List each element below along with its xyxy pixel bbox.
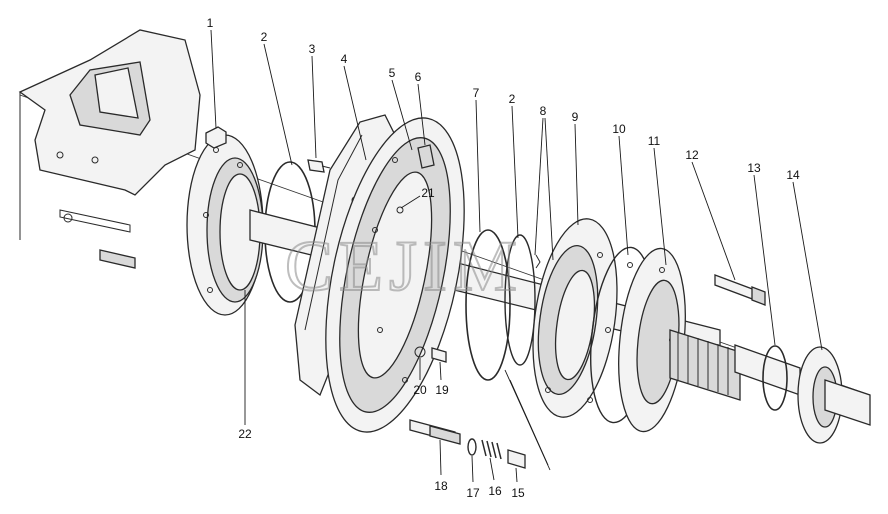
pin-21 [396, 206, 404, 214]
flange-9 [532, 218, 618, 418]
callout-9: 9 [572, 110, 579, 124]
snap-ring-13 [762, 345, 788, 411]
bearing-14 [797, 346, 871, 444]
callout-21: 21 [421, 186, 435, 200]
callout-4: 4 [341, 52, 348, 66]
seal-plate-6 [325, 117, 465, 433]
flange-22 [186, 134, 264, 316]
bolt-12 [714, 274, 766, 306]
washer-20 [414, 346, 426, 358]
callout-19: 19 [435, 383, 449, 397]
callout-11: 11 [648, 134, 661, 148]
callout-labels: 1 2 3 4 5 6 7 2 8 9 10 11 12 13 14 15 16… [207, 16, 800, 500]
o-ring-2b [504, 234, 536, 366]
callout-7: 7 [473, 86, 480, 100]
cap-15 [507, 449, 526, 469]
callout-13: 13 [747, 161, 761, 175]
callout-3: 3 [309, 42, 316, 56]
callout-8: 8 [540, 104, 547, 118]
spring-16 [481, 439, 502, 460]
housing [18, 29, 201, 269]
fitting-3 [307, 159, 331, 173]
callout-15: 15 [511, 486, 525, 500]
callout-1: 1 [207, 16, 214, 30]
pin-18 [409, 419, 461, 445]
ring-17 [467, 438, 477, 456]
callout-17: 17 [466, 486, 480, 500]
callout-5: 5 [389, 66, 396, 80]
leader-lines [210, 29, 823, 483]
callout-20: 20 [413, 383, 427, 397]
callout-2: 2 [261, 30, 268, 44]
callout-6: 6 [415, 70, 422, 84]
callout-18: 18 [434, 479, 448, 493]
callout-10: 10 [612, 122, 626, 136]
locator-8 [535, 254, 541, 269]
callout-16: 16 [488, 484, 502, 498]
callout-22: 22 [238, 427, 252, 441]
ring-7 [465, 229, 511, 381]
watermark: CEJIM [285, 226, 523, 306]
splined-shaft [669, 329, 801, 401]
callout-12: 12 [685, 148, 699, 162]
callout-14: 14 [786, 168, 800, 182]
callout-2b: 2 [509, 92, 516, 106]
screw-19 [431, 347, 447, 363]
nut-1 [205, 126, 227, 149]
